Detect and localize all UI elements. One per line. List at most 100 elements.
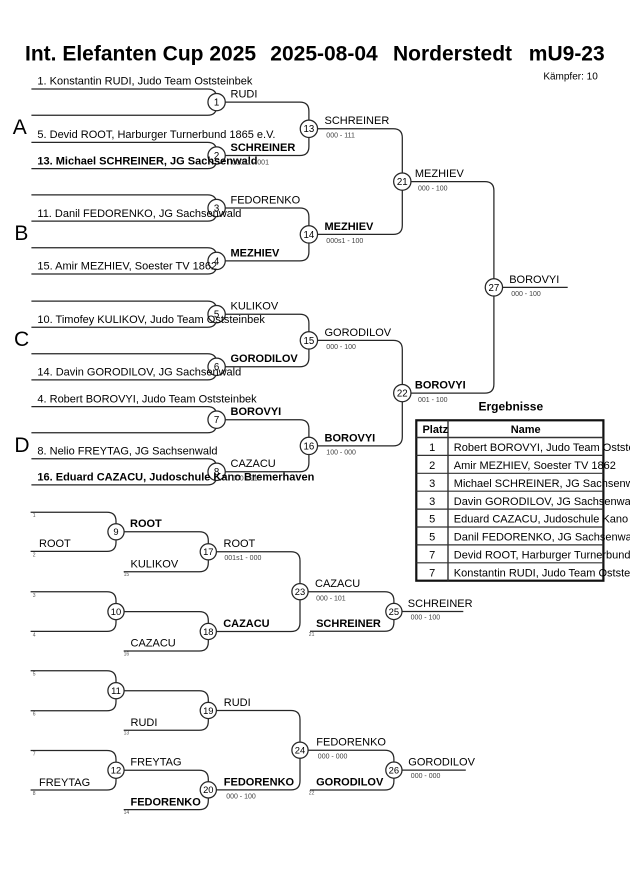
svg-text:000s1 - 001: 000s1 - 001 <box>232 159 269 166</box>
svg-text:13: 13 <box>124 731 130 737</box>
svg-text:FEDORENKO: FEDORENKO <box>131 796 202 808</box>
svg-text:18: 18 <box>203 626 213 637</box>
svg-text:20: 20 <box>203 784 213 795</box>
svg-text:001s1 - 000: 001s1 - 000 <box>224 555 261 562</box>
svg-text:26: 26 <box>389 764 399 775</box>
svg-text:14. Davin GORODILOV, JG Sachse: 14. Davin GORODILOV, JG Sachsenwald <box>37 367 241 379</box>
svg-text:19: 19 <box>203 705 213 716</box>
svg-text:ROOT: ROOT <box>224 538 256 550</box>
svg-text:B: B <box>14 222 28 245</box>
svg-text:ROOT: ROOT <box>130 518 162 530</box>
svg-text:BOROVYI: BOROVYI <box>415 380 466 392</box>
svg-text:RUDI: RUDI <box>231 89 258 101</box>
svg-text:1: 1 <box>429 442 435 454</box>
svg-text:000 - 100: 000 - 100 <box>411 615 441 622</box>
svg-text:2: 2 <box>429 460 435 472</box>
svg-text:GORODILOV: GORODILOV <box>231 353 299 365</box>
svg-text:Norderstedt: Norderstedt <box>393 43 512 66</box>
svg-text:Devid ROOT, Harburger Turnerbu: Devid ROOT, Harburger Turnerbund 1865 e.… <box>454 550 630 562</box>
svg-text:3: 3 <box>429 496 435 508</box>
svg-text:3: 3 <box>214 203 219 214</box>
svg-text:SCHREINER: SCHREINER <box>325 115 390 127</box>
svg-text:3: 3 <box>33 593 36 599</box>
svg-text:Int. Elefanten Cup 2025: Int. Elefanten Cup 2025 <box>25 43 256 66</box>
svg-text:BOROVYI: BOROVYI <box>325 432 376 444</box>
svg-text:16: 16 <box>304 441 315 452</box>
svg-text:5: 5 <box>429 514 435 526</box>
svg-text:CAZACU: CAZACU <box>131 638 176 650</box>
svg-text:15: 15 <box>124 572 130 578</box>
svg-text:27: 27 <box>489 283 500 294</box>
svg-text:14: 14 <box>304 230 315 241</box>
svg-text:SCHREINER: SCHREINER <box>231 142 296 154</box>
svg-text:000 - 100: 000 - 100 <box>326 344 356 351</box>
svg-text:7: 7 <box>214 415 219 426</box>
svg-text:Davin GORODILOV, JG Sachsenwal: Davin GORODILOV, JG Sachsenwald <box>454 496 630 508</box>
svg-text:10. Timofey KULIKOV, Judo Team: 10. Timofey KULIKOV, Judo Team Oststeinb… <box>37 314 265 326</box>
svg-text:24: 24 <box>295 745 305 756</box>
svg-text:CAZACU: CAZACU <box>231 458 276 470</box>
svg-text:22: 22 <box>397 389 408 400</box>
svg-text:BOROVYI: BOROVYI <box>231 406 282 418</box>
svg-text:2: 2 <box>33 552 36 558</box>
svg-text:8: 8 <box>33 791 36 797</box>
svg-text:5: 5 <box>214 310 219 321</box>
svg-text:4: 4 <box>33 632 36 638</box>
svg-text:21: 21 <box>397 177 408 188</box>
svg-text:21: 21 <box>309 632 315 638</box>
svg-text:mU9-23: mU9-23 <box>529 43 605 66</box>
svg-text:FEDORENKO: FEDORENKO <box>316 737 386 749</box>
svg-text:15: 15 <box>304 336 315 347</box>
svg-text:000 - 100: 000 - 100 <box>226 793 256 800</box>
svg-text:D: D <box>14 434 29 457</box>
svg-text:5: 5 <box>429 532 435 544</box>
svg-text:MEZHIEV: MEZHIEV <box>325 221 375 233</box>
svg-text:GORODILOV: GORODILOV <box>408 757 475 769</box>
svg-text:15. Amir MEZHIEV, Soester TV 1: 15. Amir MEZHIEV, Soester TV 1862 <box>37 261 217 273</box>
svg-text:Robert BOROVYI, Judo Team Osts: Robert BOROVYI, Judo Team Oststeinbek <box>454 442 630 454</box>
svg-text:8: 8 <box>214 467 219 478</box>
svg-text:ROOT: ROOT <box>39 538 71 550</box>
svg-text:A: A <box>13 116 27 139</box>
svg-text:RUDI: RUDI <box>224 697 251 709</box>
svg-text:000 - 100: 000 - 100 <box>418 185 448 192</box>
svg-text:4. Robert BOROVYI, Judo Team O: 4. Robert BOROVYI, Judo Team Oststeinbek <box>37 393 257 405</box>
svg-text:C: C <box>14 328 29 351</box>
svg-text:001 - 100: 001 - 100 <box>418 397 448 404</box>
svg-text:25: 25 <box>389 606 399 617</box>
svg-text:Kämpfer: 10: Kämpfer: 10 <box>543 72 598 83</box>
svg-text:6: 6 <box>214 362 219 373</box>
svg-text:5. Devid ROOT, Harburger Turne: 5. Devid ROOT, Harburger Turnerbund 1865… <box>37 129 275 141</box>
svg-text:Amir MEZHIEV, Soester TV 1862: Amir MEZHIEV, Soester TV 1862 <box>454 460 616 472</box>
svg-text:Platz: Platz <box>422 424 448 436</box>
svg-text:SCHREINER: SCHREINER <box>408 598 473 610</box>
svg-text:1. Konstantin RUDI, Judo Team: 1. Konstantin RUDI, Judo Team Oststeinbe… <box>37 76 253 88</box>
svg-text:FEDORENKO: FEDORENKO <box>231 194 301 206</box>
svg-text:FEDORENKO: FEDORENKO <box>224 776 295 788</box>
svg-text:22: 22 <box>309 791 315 797</box>
svg-text:KULIKOV: KULIKOV <box>131 559 179 571</box>
svg-text:2: 2 <box>214 151 219 162</box>
svg-text:000 - 111: 000 - 111 <box>326 133 355 140</box>
svg-text:SCHREINER: SCHREINER <box>316 618 381 630</box>
svg-text:Konstantin RUDI, Judo Team Ost: Konstantin RUDI, Judo Team Oststeinbek <box>454 567 630 579</box>
svg-text:Name: Name <box>511 424 541 436</box>
svg-text:MEZHIEV: MEZHIEV <box>415 168 465 180</box>
svg-text:11. Danil FEDORENKO, JG Sachse: 11. Danil FEDORENKO, JG Sachsenwald <box>37 208 241 220</box>
svg-text:7: 7 <box>33 751 36 757</box>
svg-text:000 - 010: 000 - 010 <box>232 476 262 483</box>
svg-text:Danil FEDORENKO, JG Sachsenwal: Danil FEDORENKO, JG Sachsenwald <box>454 532 630 544</box>
svg-text:000 - 100: 000 - 100 <box>511 291 541 298</box>
svg-text:4: 4 <box>214 256 220 267</box>
svg-text:000 - 101: 000 - 101 <box>316 596 346 603</box>
svg-text:MEZHIEV: MEZHIEV <box>231 247 281 259</box>
svg-text:2025-08-04: 2025-08-04 <box>270 43 378 66</box>
svg-text:000 - 000: 000 - 000 <box>411 773 441 780</box>
svg-text:GORODILOV: GORODILOV <box>325 327 392 339</box>
svg-text:6: 6 <box>33 712 36 718</box>
svg-text:23: 23 <box>295 586 305 597</box>
svg-text:CAZACU: CAZACU <box>315 578 360 590</box>
svg-text:FREYTAG: FREYTAG <box>39 777 90 789</box>
svg-text:5: 5 <box>33 672 36 678</box>
svg-text:CAZACU: CAZACU <box>223 618 269 630</box>
